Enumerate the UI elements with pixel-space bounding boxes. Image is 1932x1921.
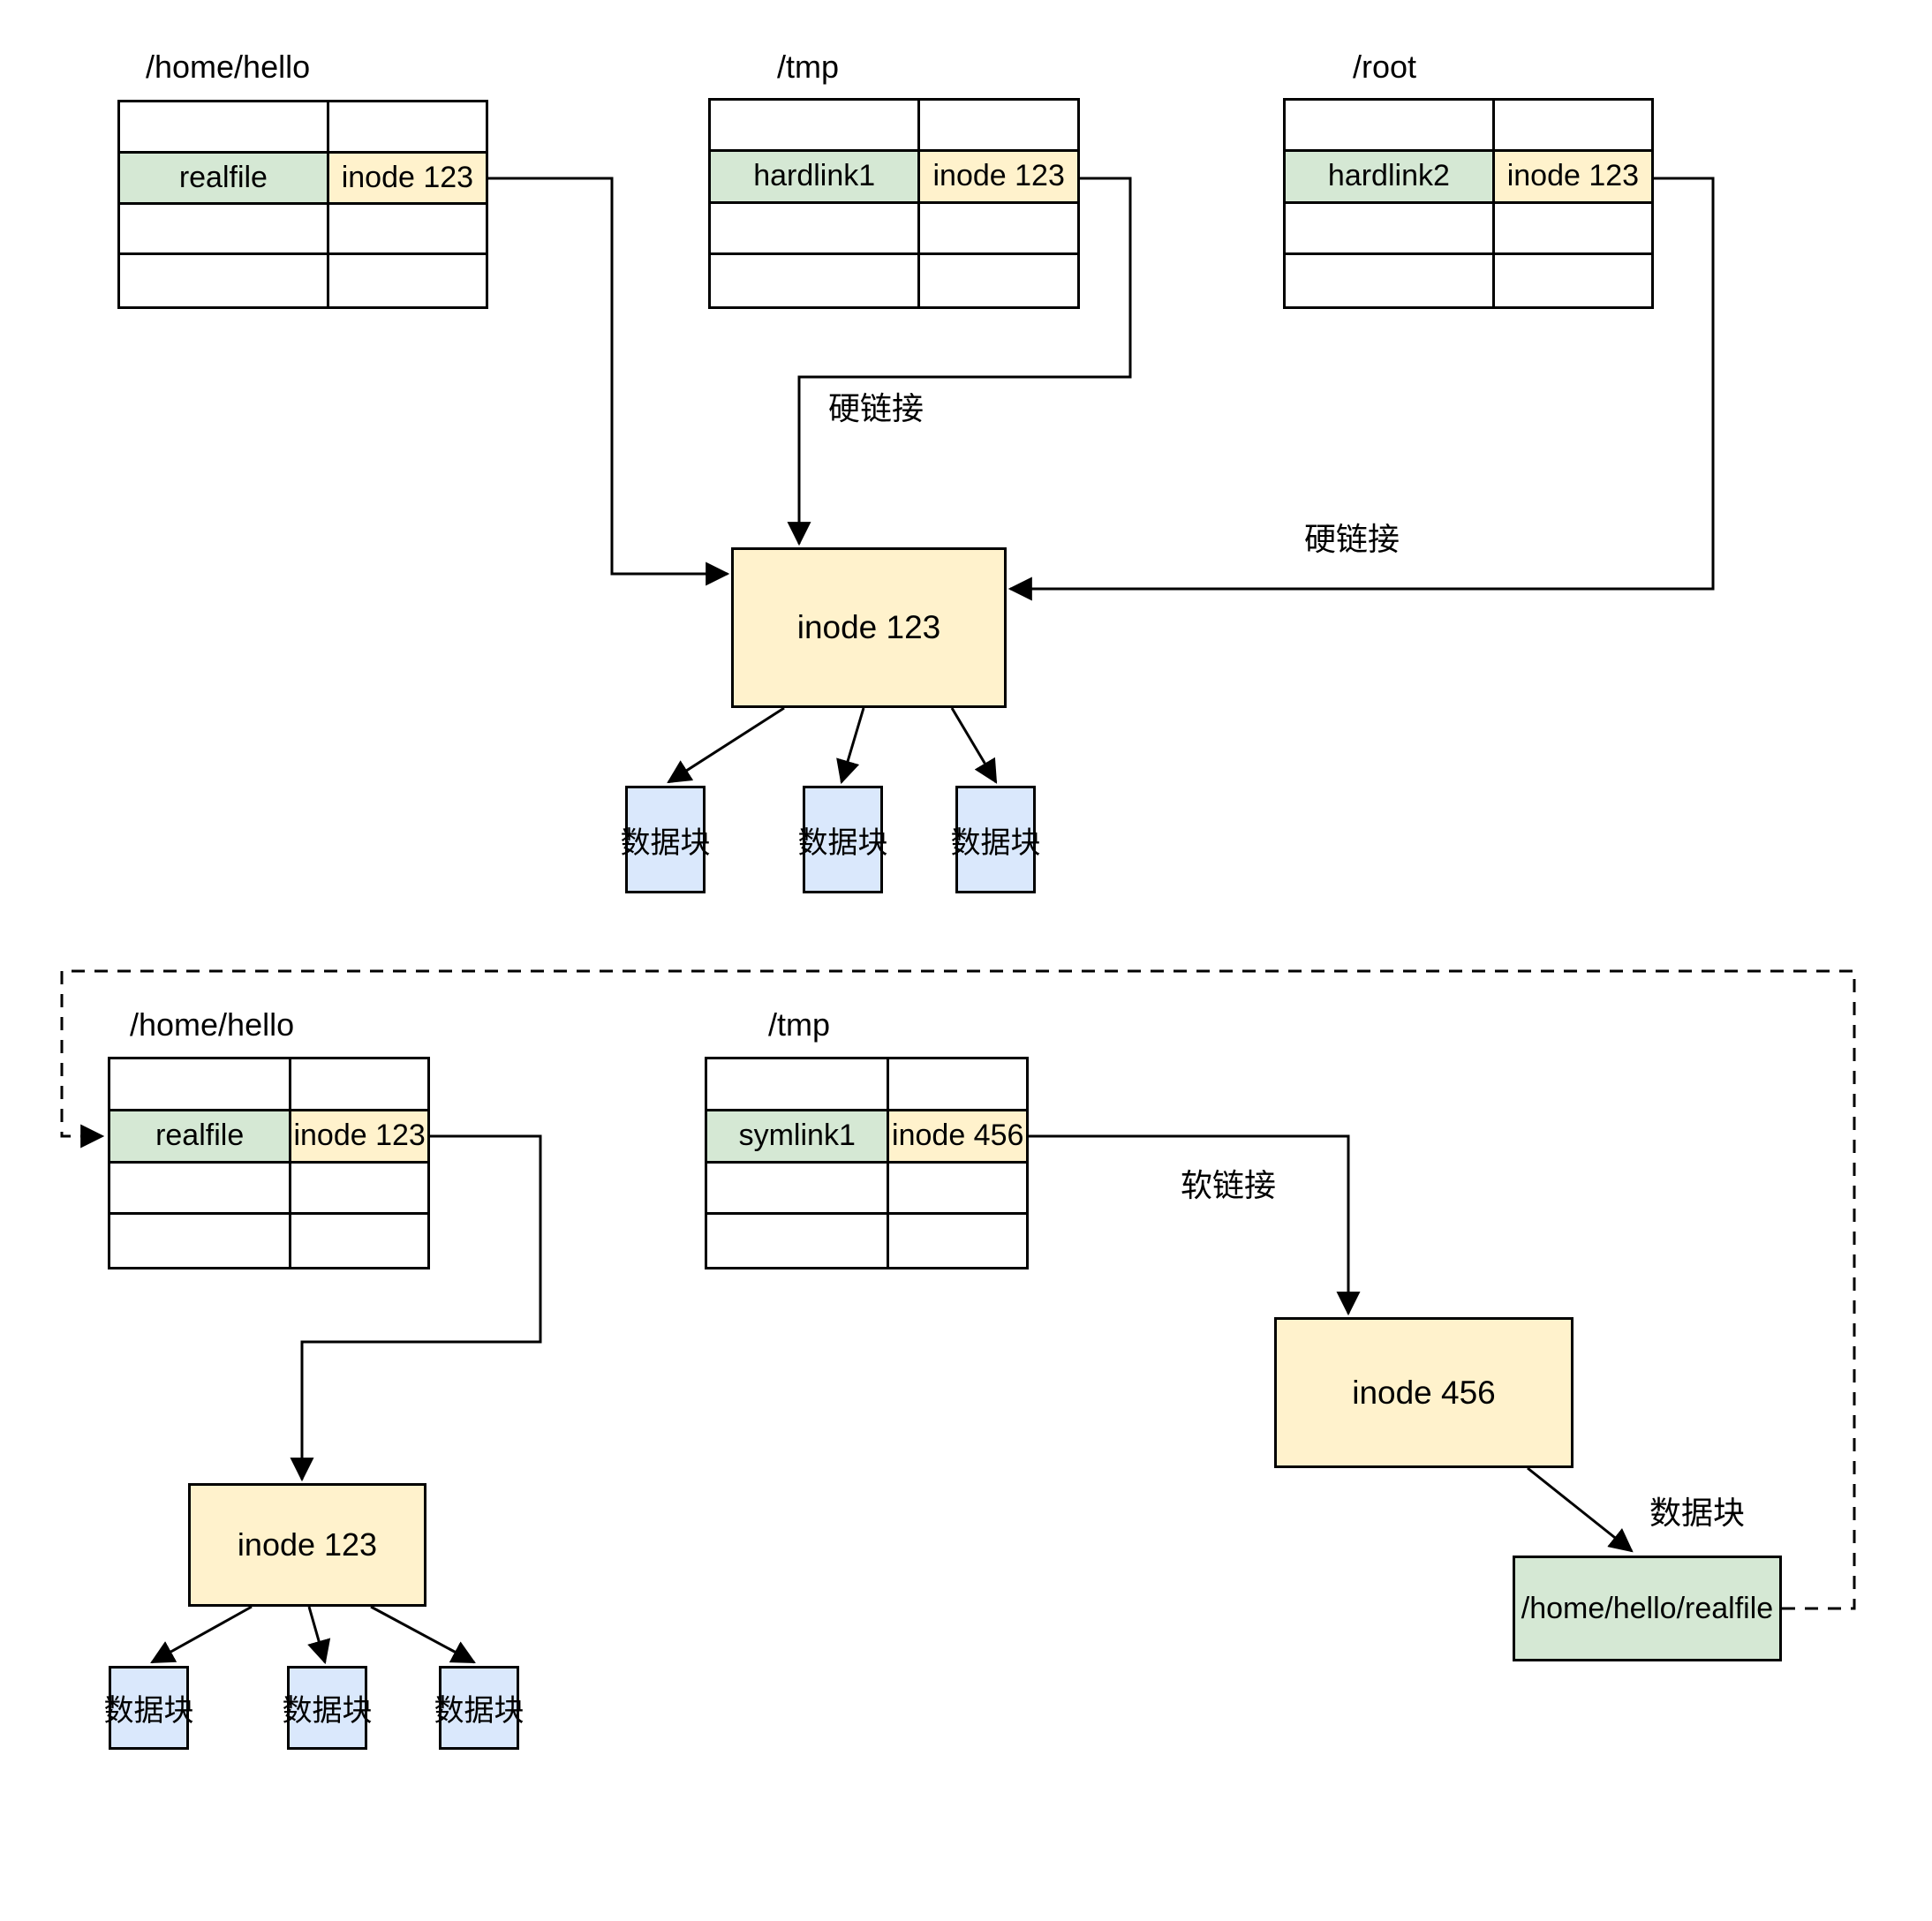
realfile-target-box: /home/hello/realfile xyxy=(1513,1556,1782,1661)
empty-cell xyxy=(889,1215,1026,1267)
empty-cell xyxy=(328,205,486,256)
dir-table-home-hello: realfile inode 123 xyxy=(117,100,488,309)
dir-title-home-hello: /home/hello xyxy=(146,49,311,85)
empty-cell xyxy=(110,1059,292,1111)
data-block: 数据块 xyxy=(104,1666,194,1750)
softlink-label: 软链接 xyxy=(1181,1167,1277,1203)
dir-title-tmp: /tmp xyxy=(777,49,840,85)
dir-table-home-hello-bottom: realfile inode 123 xyxy=(108,1057,430,1269)
dir-entry-name-cell: symlink1 xyxy=(707,1111,890,1164)
dir-table-tmp: hardlink1 inode 123 xyxy=(708,98,1080,309)
inode-to-datablock-arrow xyxy=(950,707,998,784)
dir-table-tmp-bottom: symlink1 inode 456 xyxy=(705,1057,1029,1269)
empty-cell xyxy=(120,204,329,256)
symlink-to-inode456-arrow xyxy=(1029,1134,1361,1316)
empty-cell xyxy=(711,254,921,306)
dir-table-root: hardlink2 inode 123 xyxy=(1283,98,1654,309)
data-block: 数据块 xyxy=(621,786,711,893)
empty-cell xyxy=(920,204,1077,255)
dir-entry-name-cell: hardlink2 xyxy=(1286,152,1495,204)
empty-cell xyxy=(291,1164,427,1216)
inode-456-box: inode 456 xyxy=(1274,1317,1574,1468)
empty-cell xyxy=(711,203,921,255)
dir-title-home-hello-bottom: /home/hello xyxy=(130,1006,295,1043)
dir-entry-inode-cell: inode 123 xyxy=(291,1111,427,1164)
empty-cell xyxy=(1495,255,1651,306)
data-block: 数据块 xyxy=(434,1666,525,1750)
hardlink-label-tmp: 硬链接 xyxy=(828,390,924,426)
empty-cell xyxy=(1494,204,1651,255)
inode-to-datablock-arrow xyxy=(667,706,785,784)
empty-cell xyxy=(120,102,329,154)
dir-entry-name-cell: hardlink1 xyxy=(711,152,921,204)
datablock-label: 数据块 xyxy=(1649,1495,1746,1531)
hardlink-arrow-from-home-hello xyxy=(488,177,730,586)
inode-123-box-bottom: inode 123 xyxy=(188,1483,426,1607)
empty-cell xyxy=(110,1163,292,1216)
empty-cell xyxy=(120,255,329,306)
empty-cell xyxy=(889,1164,1026,1216)
dir-title-tmp-bottom: /tmp xyxy=(768,1006,831,1043)
empty-cell xyxy=(110,1215,292,1267)
dir-title-root: /root xyxy=(1353,49,1417,85)
empty-cell xyxy=(707,1215,890,1267)
inode-to-datablock-arrow xyxy=(307,1606,331,1665)
data-block: 数据块 xyxy=(951,786,1041,893)
empty-cell xyxy=(711,101,921,153)
dir-entry-inode-cell: inode 123 xyxy=(328,153,486,205)
inode-123-box: inode 123 xyxy=(731,547,1007,708)
data-block: 数据块 xyxy=(283,1666,373,1750)
empty-cell xyxy=(1494,101,1651,153)
dir-entry-name-cell: realfile xyxy=(110,1111,292,1164)
empty-cell xyxy=(707,1163,890,1216)
empty-cell xyxy=(328,102,486,154)
inode-to-datablock-arrow xyxy=(150,1605,253,1664)
empty-cell xyxy=(291,1059,427,1111)
empty-cell xyxy=(889,1059,1026,1111)
dir-entry-inode-cell: inode 123 xyxy=(920,152,1077,204)
inode456-to-path-arrow xyxy=(1527,1466,1634,1553)
hardlink-label-root: 硬链接 xyxy=(1304,521,1400,557)
empty-cell xyxy=(920,101,1077,153)
dir-entry-name-cell: realfile xyxy=(120,153,329,205)
empty-cell xyxy=(707,1059,890,1111)
empty-cell xyxy=(291,1215,427,1267)
dir-entry-inode-cell: inode 123 xyxy=(1494,152,1651,204)
dir-entry-inode-cell: inode 456 xyxy=(889,1111,1026,1164)
inode-to-datablock-arrow xyxy=(836,707,865,785)
empty-cell xyxy=(920,255,1077,306)
empty-cell xyxy=(1286,101,1495,153)
empty-cell xyxy=(1286,254,1495,306)
data-block: 数据块 xyxy=(798,786,888,893)
inode-to-datablock-arrow xyxy=(370,1605,476,1664)
empty-cell xyxy=(329,255,486,306)
empty-cell xyxy=(1286,203,1495,255)
